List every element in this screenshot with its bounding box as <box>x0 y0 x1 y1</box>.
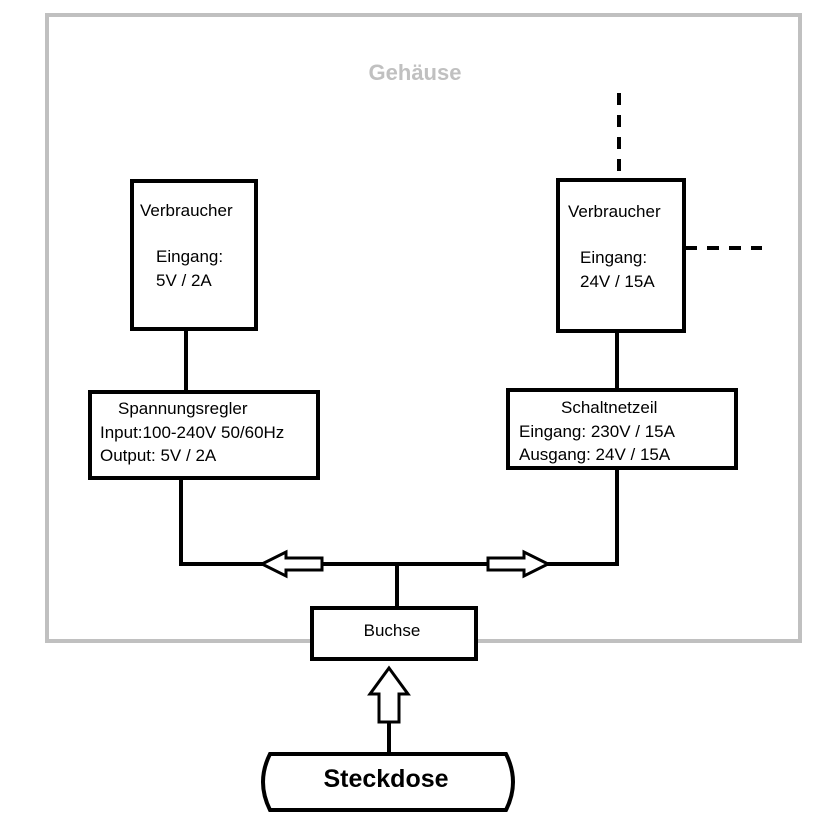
voltage-regulator-title: Spannungsregler <box>118 399 248 418</box>
arrow-left-icon <box>258 549 324 579</box>
switching-psu-title: Schaltnetzeil <box>561 398 657 417</box>
consumer-left-box <box>130 179 258 331</box>
housing-label: Gehäuse <box>369 60 462 85</box>
arrow-right-icon <box>486 549 552 579</box>
consumer-right-input-label: Eingang: <box>580 248 647 267</box>
consumer-left-title: Verbraucher <box>140 201 233 220</box>
arrow-up-icon <box>367 665 411 724</box>
socket-jack-label: Buchse <box>364 621 421 640</box>
consumer-left-input-value: 5V / 2A <box>156 271 212 290</box>
consumer-right-title: Verbraucher <box>568 202 661 221</box>
voltage-regulator-box <box>88 390 320 480</box>
consumer-left-input-label: Eingang: <box>156 247 223 266</box>
voltage-regulator-output: Output: 5V / 2A <box>100 446 217 465</box>
socket-jack-box <box>310 606 478 661</box>
voltage-regulator-input: Input:100-240V 50/60Hz <box>100 423 284 442</box>
consumer-right-input-value: 24V / 15A <box>580 272 655 291</box>
consumer-right-box <box>556 178 686 333</box>
switching-psu-output: Ausgang: 24V / 15A <box>519 445 671 464</box>
wall-outlet-label: Steckdose <box>323 765 448 793</box>
switching-psu-box <box>506 388 738 470</box>
switching-psu-input: Eingang: 230V / 15A <box>519 422 676 441</box>
wall-outlet-shape <box>261 752 515 812</box>
